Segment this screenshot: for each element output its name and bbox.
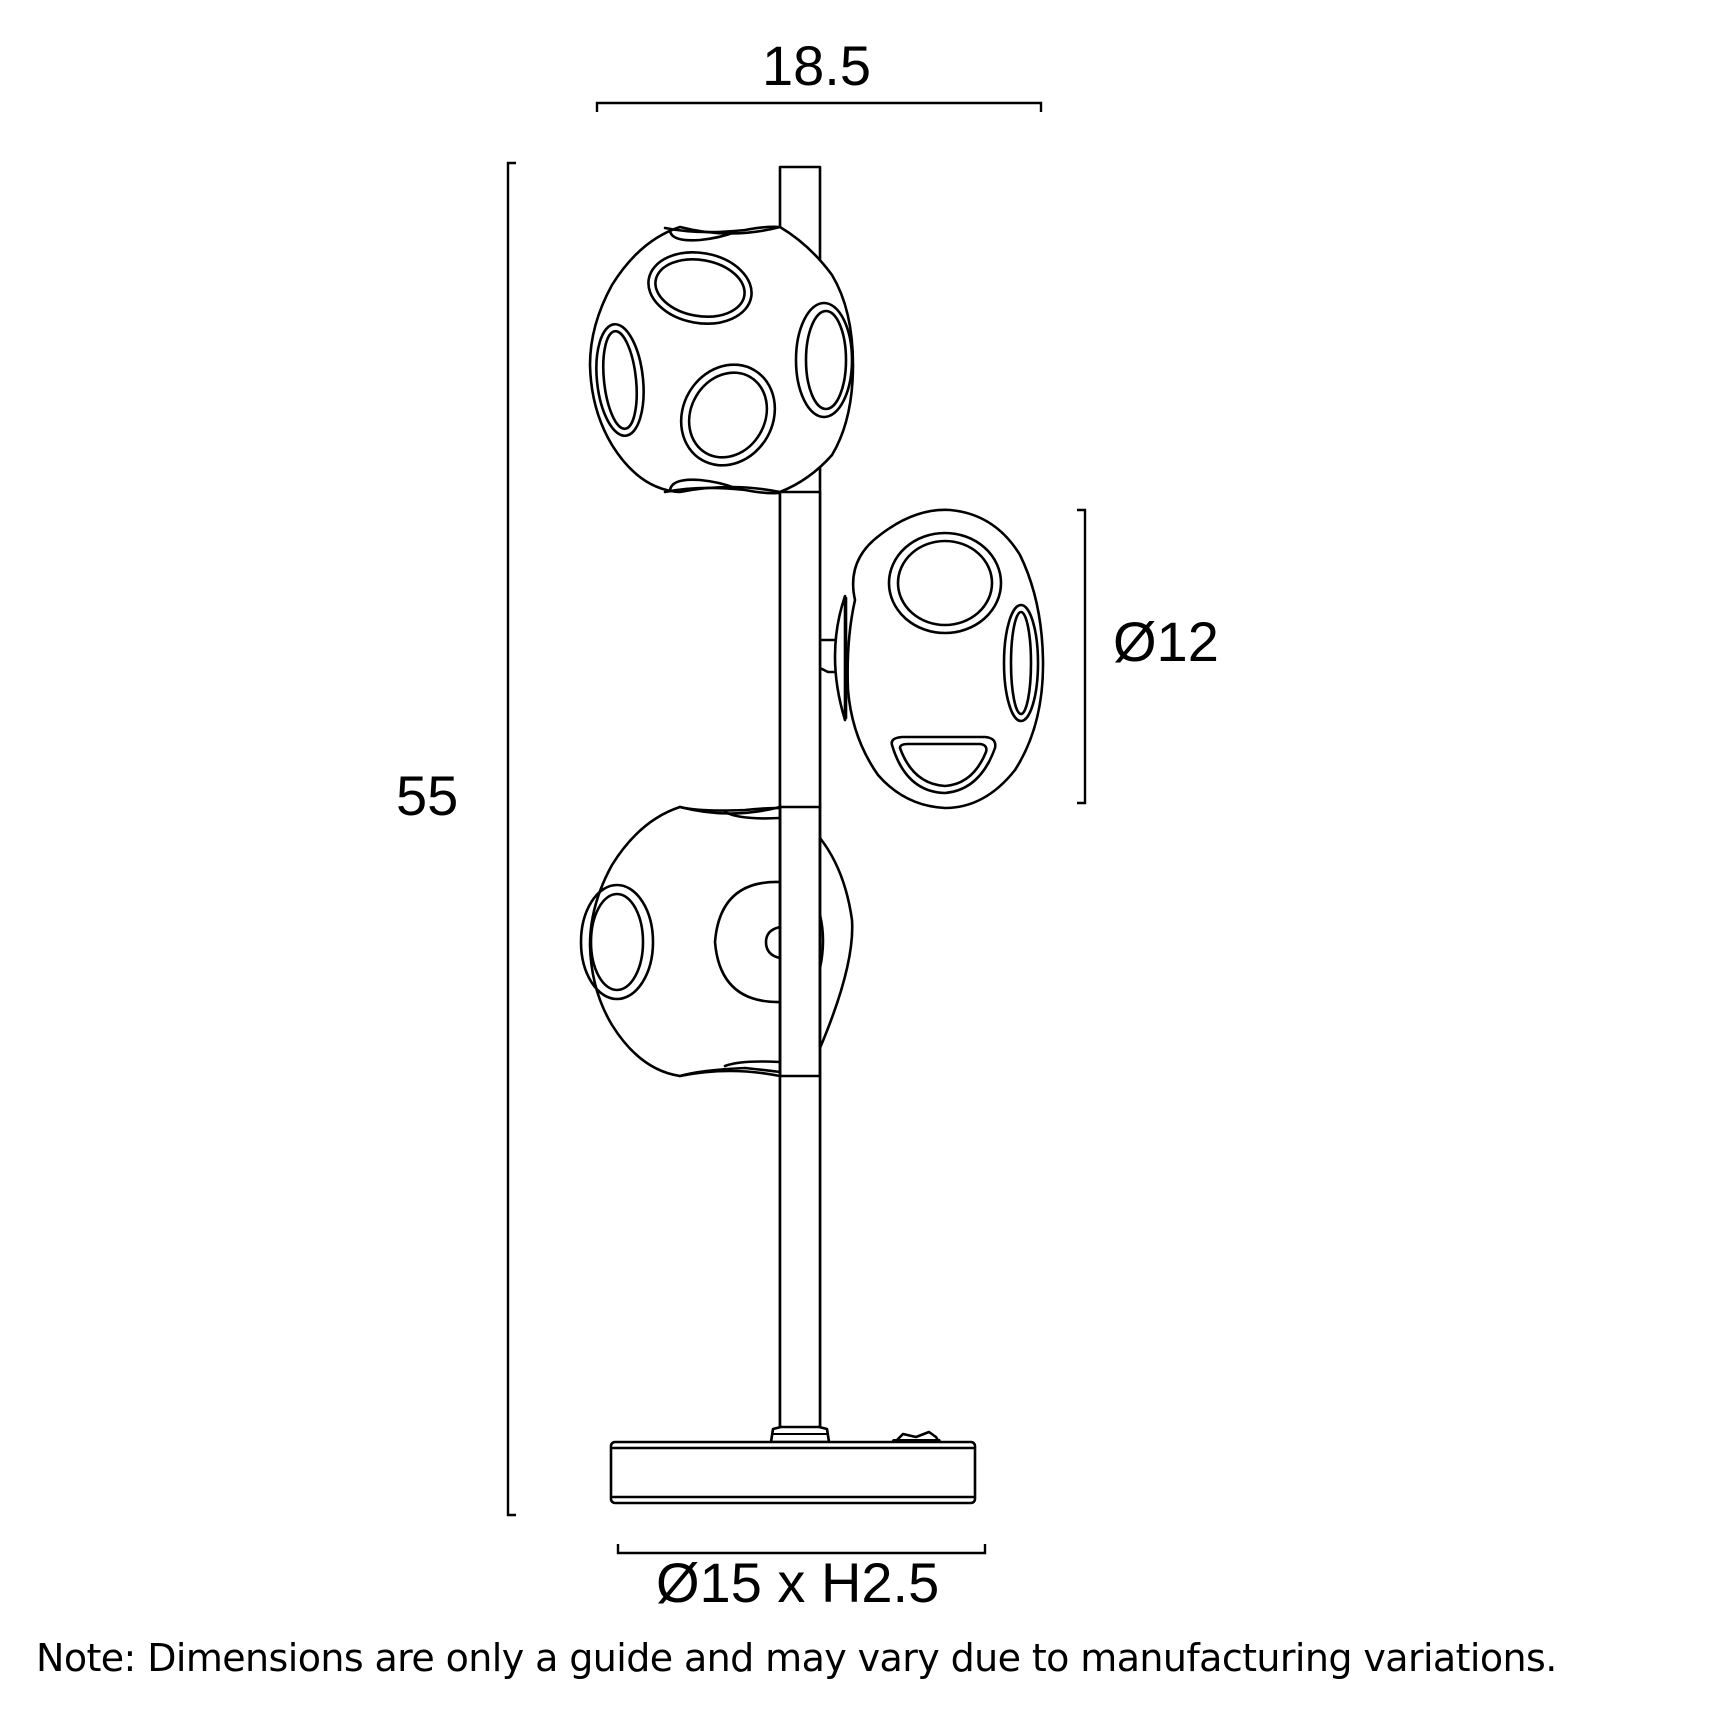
shade-diameter-bracket xyxy=(1077,508,1087,805)
base-diameter-bracket xyxy=(616,1544,987,1555)
top-globe-shade xyxy=(588,225,855,495)
height-dimension-line xyxy=(506,161,516,1517)
disclaimer-note: Note: Dimensions are only a guide and ma… xyxy=(36,1636,1557,1680)
width-dimension-label: 18.5 xyxy=(762,34,871,97)
width-dimension-line xyxy=(595,101,1043,112)
base-dimension-label: Ø15 x H2.5 xyxy=(656,1551,940,1614)
pole-lower-segment xyxy=(778,1074,822,1430)
height-dimension-label: 55 xyxy=(396,764,459,827)
shade-diameter-label: Ø12 xyxy=(1113,610,1219,673)
pole-collar xyxy=(769,1425,831,1444)
lamp-base xyxy=(609,1440,977,1505)
bottom-globe-shade xyxy=(579,805,854,1078)
middle-globe-shade xyxy=(818,508,1045,810)
pole-mid-segment xyxy=(778,490,822,809)
